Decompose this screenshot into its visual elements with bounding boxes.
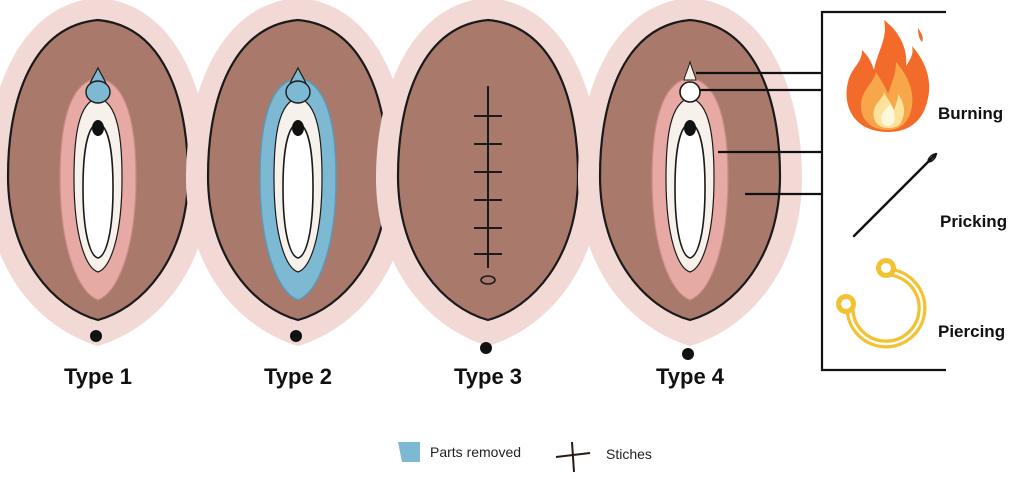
type-1-label: Type 1 <box>28 364 168 390</box>
type-1-illustration <box>0 0 210 346</box>
piercing-label: Piercing <box>938 322 1005 342</box>
ring-icon <box>836 258 922 344</box>
type-3-label: Type 3 <box>418 364 558 390</box>
pricking-label: Pricking <box>940 212 1007 232</box>
type-4-label: Type 4 <box>620 364 760 390</box>
type-3-illustration <box>376 0 600 354</box>
burning-label: Burning <box>938 104 1003 124</box>
needle-icon <box>854 153 937 236</box>
parts-removed-label: Parts removed <box>430 444 521 460</box>
stitches-glyph <box>556 442 590 472</box>
fire-icon <box>847 20 930 132</box>
stitches-label: Stiches <box>606 446 652 462</box>
parts-removed-swatch <box>398 442 420 462</box>
type-2-label: Type 2 <box>228 364 368 390</box>
type-4-illustration <box>578 0 802 360</box>
